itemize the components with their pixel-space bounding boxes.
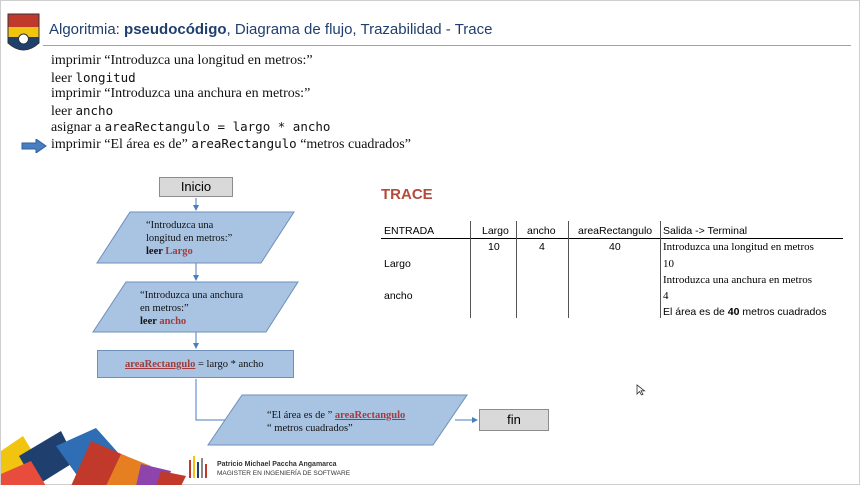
- process-rectangle: [97, 350, 294, 378]
- university-shield-logo: [7, 13, 40, 51]
- author-name: Patricio Michael Paccha Angamarca: [217, 461, 337, 468]
- pseudocode-line-2: leer longitud: [51, 69, 136, 86]
- pseudocode-line-3: imprimir “Introduzca una anchura en metr…: [51, 86, 311, 101]
- input-parallelogram-2: [92, 281, 299, 333]
- footer-bars-icon: [189, 456, 207, 478]
- trace-col-divider-2: [516, 221, 517, 318]
- trace-salida-2: 10: [663, 258, 674, 270]
- pseudocode-line-6: imprimir “El área es de” areaRectangulo …: [51, 135, 411, 152]
- flowchart-end: fin: [479, 409, 549, 431]
- trace-col-divider-4: [660, 221, 661, 318]
- input-1-text: “Introduzca una longitud en metros:” lee…: [146, 220, 233, 257]
- output-parallelogram: [207, 394, 468, 446]
- trace-header-largo: Largo: [482, 225, 509, 237]
- flowchart-start: Inicio: [159, 177, 233, 197]
- trace-header-divider: [381, 238, 843, 239]
- trace-col-divider-3: [568, 221, 569, 318]
- output-text: “El área es de ” areaRectangulo “ metros…: [267, 410, 406, 434]
- trace-entrada-largo: Largo: [384, 258, 411, 270]
- current-line-arrow-icon: [21, 139, 47, 153]
- trace-salida-4: 4: [663, 290, 669, 302]
- page-title: Algoritmia: pseudocódigo, Diagrama de fl…: [49, 21, 493, 38]
- trace-entrada-ancho: ancho: [384, 290, 413, 302]
- trace-col-divider-1: [470, 221, 471, 318]
- trace-header-salida: Salida -> Terminal: [663, 225, 748, 237]
- trace-salida-3: Introduzca una anchura en metros: [663, 274, 813, 286]
- trace-salida-5: El área es de 40 metros cuadrados: [663, 306, 827, 318]
- trace-title: TRACE: [381, 186, 433, 203]
- header-divider: [43, 45, 851, 46]
- pseudocode-line-1: imprimir “Introduzca una longitud en met…: [51, 53, 313, 68]
- mouse-cursor-icon: [636, 384, 646, 396]
- process-text: areaRectangulo = largo * ancho: [125, 359, 264, 370]
- trace-value-area: 40: [609, 241, 621, 253]
- trace-header-ancho: ancho: [527, 225, 556, 237]
- trace-salida-1: Introduzca una longitud en metros: [663, 241, 814, 253]
- trace-value-largo: 10: [488, 241, 500, 253]
- input-2-text: “Introduzca una anchura en metros:” leer…: [140, 290, 244, 327]
- footer-geometric-decoration: [1, 428, 186, 485]
- input-parallelogram-1: [96, 211, 295, 264]
- trace-header-area: areaRectangulo: [578, 225, 653, 237]
- author-role: MAGISTER EN INGENIERÍA DE SOFTWARE: [217, 470, 351, 477]
- trace-value-ancho: 4: [539, 241, 545, 253]
- pseudocode-line-5: asignar a areaRectangulo = largo * ancho: [51, 119, 331, 135]
- trace-header-entrada: ENTRADA: [384, 225, 435, 237]
- pseudocode-block: imprimir “Introduzca una longitud en met…: [51, 53, 411, 152]
- pseudocode-line-4: leer ancho: [51, 102, 114, 119]
